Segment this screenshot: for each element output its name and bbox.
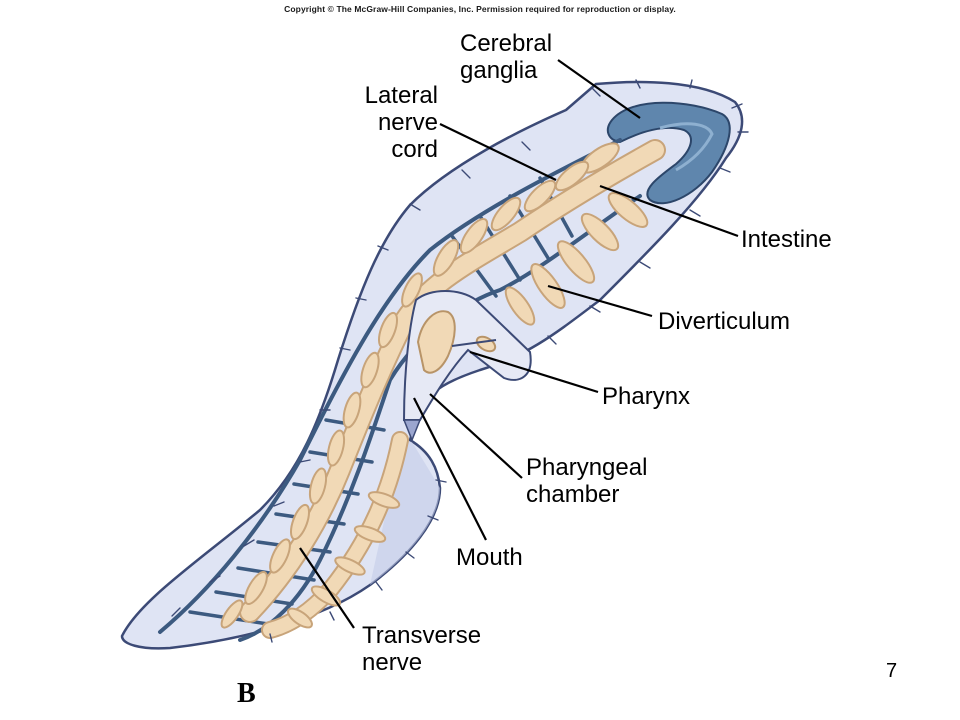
leader-lateral-nerve-cord	[439, 123, 557, 181]
leader-intestine	[599, 184, 739, 238]
panel-letter: B	[237, 678, 256, 709]
label-intestine: Intestine	[741, 226, 832, 253]
leader-pharynx	[469, 350, 599, 394]
leader-diverticulum	[547, 284, 653, 318]
cerebral-ganglia	[606, 101, 731, 205]
leader-lines	[299, 59, 739, 629]
leader-pharyngeal-chamber	[429, 393, 523, 479]
leader-mouth	[413, 397, 487, 541]
label-transverse-nerve: Transverse nerve	[362, 622, 482, 676]
intestine	[239, 139, 666, 639]
leader-transverse-nerve	[299, 547, 355, 629]
pharynx	[416, 310, 497, 374]
label-diverticulum: Diverticulum	[658, 308, 791, 335]
leader-cerebral-ganglia	[557, 59, 641, 119]
label-lateral-nerve-cord: Lateral nerve cord	[364, 82, 438, 163]
label-pharyngeal-chamber: Pharyngeal chamber	[526, 454, 648, 508]
label-pharynx: Pharynx	[602, 383, 691, 410]
copyright-notice: Copyright © The McGraw-Hill Companies, I…	[284, 4, 676, 14]
page-number: 7	[886, 660, 898, 682]
label-mouth: Mouth	[456, 544, 523, 571]
body-hairs	[171, 79, 749, 643]
label-cerebral-ganglia: Cerebral ganglia	[460, 30, 553, 84]
